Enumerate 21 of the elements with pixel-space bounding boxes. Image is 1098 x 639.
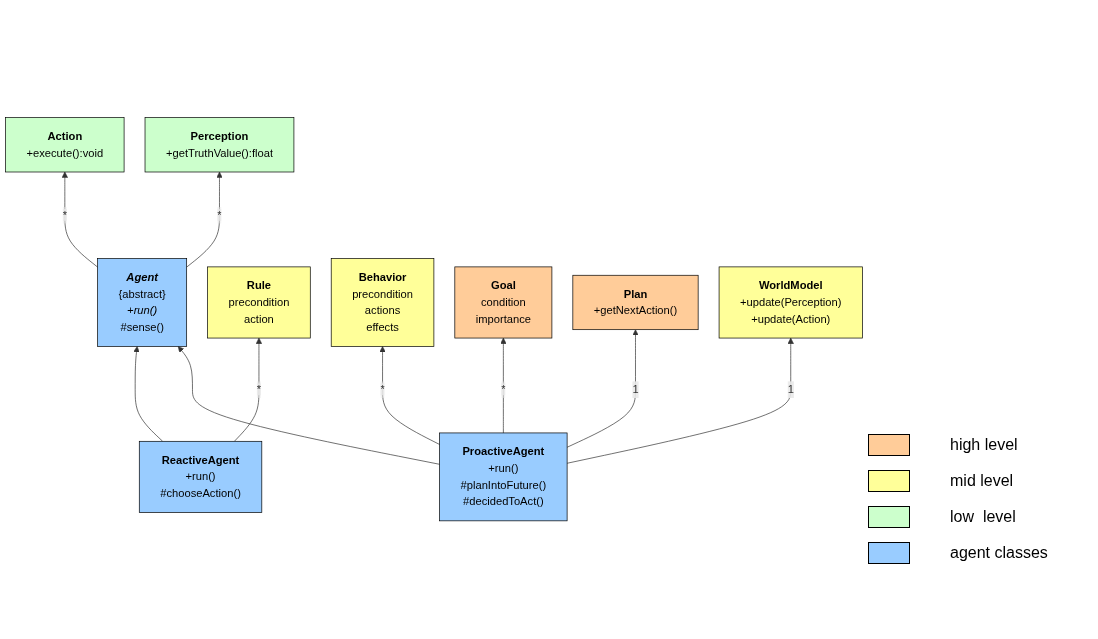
node-box: ReactiveAgent +run() #chooseAction() [138, 441, 263, 514]
node-box: Goal condition importance [454, 266, 553, 339]
edge-label: 1 [787, 383, 794, 396]
edge-label: 1 [632, 383, 639, 396]
legend-label: low level [950, 508, 1016, 526]
node-box: Agent {abstract} +run() #sense() [97, 258, 187, 348]
node-box: Action +execute():void [5, 117, 125, 173]
edge-label: * [380, 383, 385, 396]
edge-label: * [217, 209, 222, 222]
node-box: Rule precondition action [207, 266, 311, 339]
legend-label: high level [950, 436, 1018, 454]
node-box: Perception +getTruthValue():float [144, 117, 295, 173]
legend-label: agent classes [950, 544, 1048, 562]
edge-label: * [62, 209, 68, 222]
node-box: Behavior precondition actions effects [330, 258, 435, 348]
edge-label: * [256, 383, 262, 396]
node-box: Plan +getNextAction() [572, 275, 699, 331]
edge-label: * [501, 383, 506, 396]
node-box: WorldModel +update(Perception) +update(Action) [718, 266, 863, 339]
node-box: ProactiveAgent +run() #planIntoFuture() #decidedToAct() [439, 432, 568, 522]
legend-label: mid level [950, 472, 1014, 490]
